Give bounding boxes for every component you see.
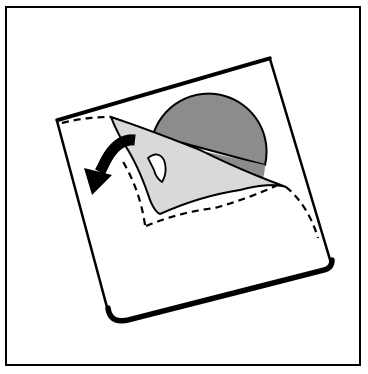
peel-dashed-outline (61, 115, 320, 239)
peeled-flap (109, 115, 287, 216)
flap-fold-tab (146, 153, 167, 184)
gray-circle (151, 92, 268, 167)
sheet-bottom-edge (105, 257, 335, 324)
sheet-top-edge (55, 56, 272, 122)
peel-arrow-icon (84, 134, 136, 195)
